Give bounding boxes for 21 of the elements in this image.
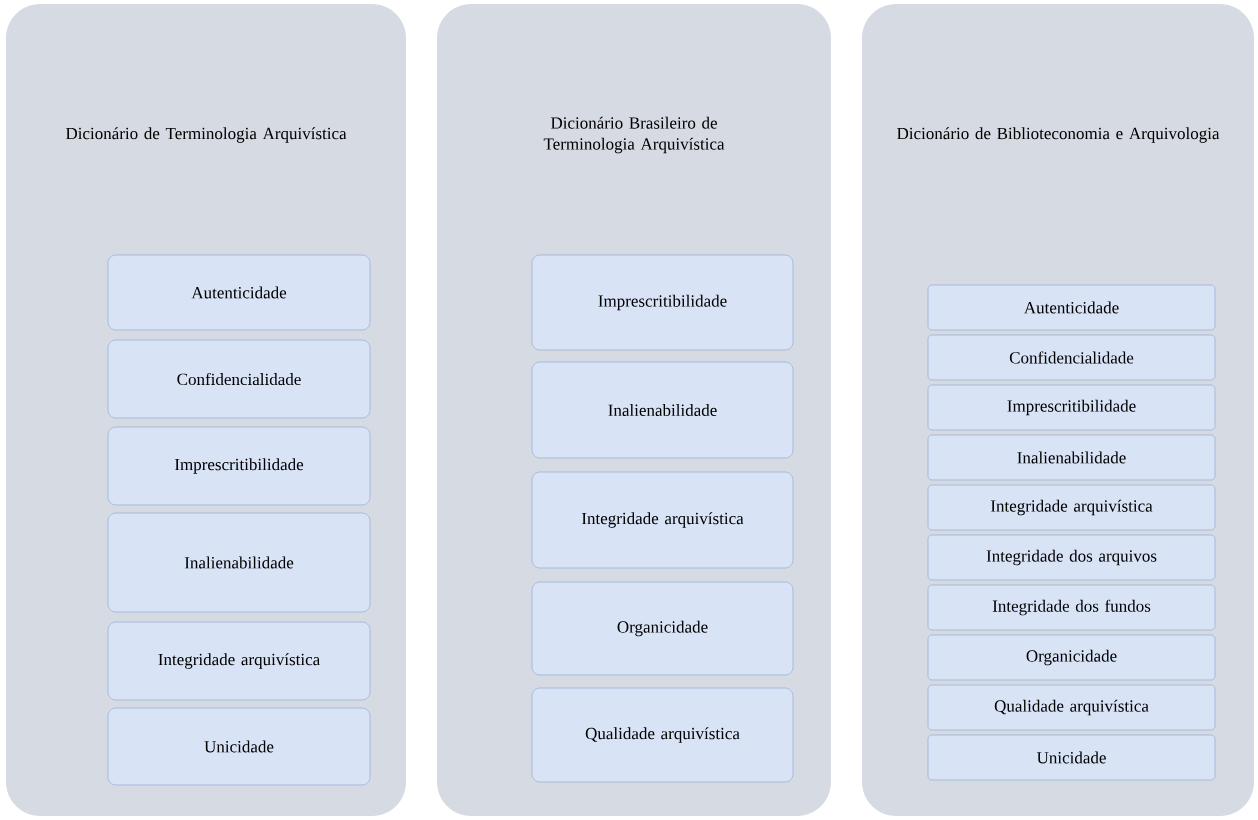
term-box: Autenticidade (107, 254, 371, 331)
term-box: Integridade arquivística (927, 484, 1216, 531)
term-box: Qualidade arquivística (531, 687, 794, 783)
term-box: Integridade dos fundos (927, 584, 1216, 631)
term-box: Confidencialidade (927, 334, 1216, 381)
term-box: Imprescritibilidade (927, 384, 1216, 431)
term-box: Organicidade (927, 634, 1216, 681)
term-box: Inalienabilidade (927, 434, 1216, 481)
term-box: Inalienabilidade (107, 512, 371, 613)
term-box: Confidencialidade (107, 339, 371, 419)
term-box: Unicidade (107, 707, 371, 786)
term-box: Imprescritibilidade (107, 426, 371, 506)
term-box: Unicidade (927, 734, 1216, 781)
term-box: Integridade arquivística (107, 621, 371, 701)
term-box: Autenticidade (927, 284, 1216, 331)
term-box: Imprescritibilidade (531, 254, 794, 351)
term-box: Integridade dos arquivos (927, 534, 1216, 581)
term-box: Inalienabilidade (531, 361, 794, 459)
term-box: Integridade arquivística (531, 471, 794, 569)
term-box: Organicidade (531, 581, 794, 676)
term-box: Qualidade arquivística (927, 684, 1216, 731)
